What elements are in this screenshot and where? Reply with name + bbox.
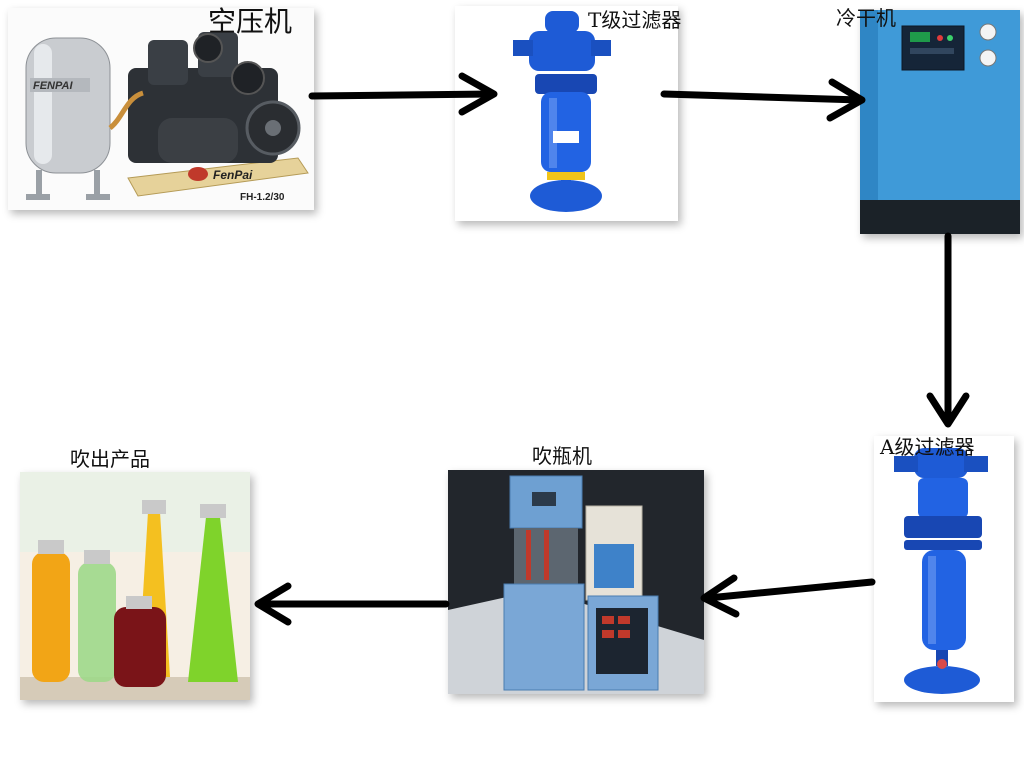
t-filter-label: T级过滤器 xyxy=(588,8,682,32)
blow-molding-machine-image xyxy=(448,470,704,694)
t-filter-card xyxy=(455,6,678,221)
a-filter-label: A级过滤器 xyxy=(880,435,975,459)
products-card xyxy=(20,472,250,700)
dryer-card xyxy=(860,10,1020,234)
compressor-label: 空压机 xyxy=(208,5,293,38)
compressor-model-text: FH-1.2/30 xyxy=(240,192,285,203)
arrow-t-filter-to-dryer xyxy=(660,78,866,122)
dryer-label: 冷干机 xyxy=(836,6,896,30)
air-compressor-image: FENPAI FenPai FH-1.2/30 xyxy=(8,8,314,210)
compressor-brand-base-text: FenPai xyxy=(213,168,253,182)
blow-molder-label: 吹瓶机 xyxy=(532,444,592,468)
arrow-dryer-to-a-filter xyxy=(926,232,970,428)
products-label: 吹出产品 xyxy=(70,447,150,471)
refrigerated-dryer-image xyxy=(860,10,1020,234)
compressor-brand-text: FENPAI xyxy=(33,80,73,92)
bottled-products-image xyxy=(20,472,250,700)
arrow-blow-molder-to-products xyxy=(254,582,450,626)
t-filter-image xyxy=(455,6,678,221)
arrow-a-filter-to-blow-molder xyxy=(700,574,876,618)
blow-molder-card xyxy=(448,470,704,694)
compressor-card: FENPAI FenPai FH-1.2/30 xyxy=(8,8,314,210)
a-filter-card xyxy=(874,436,1014,702)
a-filter-image xyxy=(874,436,1014,702)
